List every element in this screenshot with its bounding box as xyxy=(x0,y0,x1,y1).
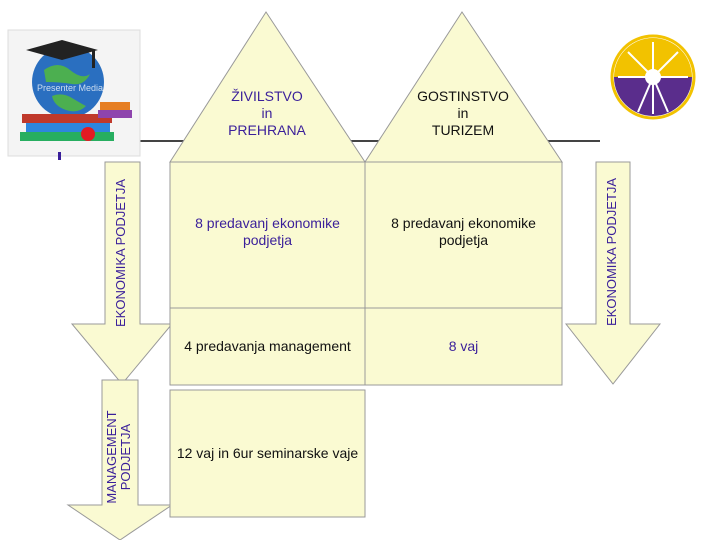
cell-r1c2-box xyxy=(364,161,563,309)
roof-title-left: ŽIVILSTVO in PREHRANA xyxy=(210,86,324,140)
cell-r2c1: 4 predavanja management xyxy=(184,337,351,354)
cell-r2c1-box xyxy=(169,307,366,386)
roof-left-line-1: ŽIVILSTVO xyxy=(231,87,303,104)
right-arrow xyxy=(564,161,662,385)
grad-cap-icon xyxy=(26,40,98,60)
roof-left-line-2: in xyxy=(261,104,273,121)
right-arrow-label: EKONOMIKA PODJETJA xyxy=(604,177,621,326)
cell-r2c2-box xyxy=(364,307,563,386)
cell-r1c1: 8 predavanj ekonomike podjetja xyxy=(195,215,340,248)
cell-r2c2: 8 vaj xyxy=(448,337,479,354)
roof-title-right: GOSTINSTVO in TURIZEM xyxy=(404,86,522,140)
roof-right-line-3: TURIZEM xyxy=(431,121,495,138)
bottom-arrow-text-1: MANAGEMENT xyxy=(104,410,119,504)
roof-left-line-3: PREHRANA xyxy=(228,121,306,138)
logo-left: Presenter Media xyxy=(7,29,141,160)
logo-watermark: Presenter Media xyxy=(37,83,103,93)
left-arrow xyxy=(70,161,174,385)
left-arrow-label: EKONOMIKA PODJETJA xyxy=(113,178,130,327)
bottom-arrow xyxy=(66,379,174,540)
cell-r3c1: 12 vaj in 6ur seminarske vaje xyxy=(176,444,359,461)
logo-right xyxy=(610,34,696,120)
bottom-arrow-text-2: PODJETJA xyxy=(118,423,133,491)
apple-icon xyxy=(81,127,95,141)
books-icon xyxy=(22,114,112,123)
cell-r1c2: 8 predavanj ekonomike podjetja xyxy=(391,215,536,248)
roof-right-line-2: in xyxy=(457,104,469,121)
roof-right-line-1: GOSTINSTVO xyxy=(417,87,509,104)
bottom-arrow-label: MANAGEMENT PODJETJA xyxy=(104,409,135,505)
cell-r3c1-box xyxy=(169,389,366,518)
left-arrow-text: EKONOMIKA PODJETJA xyxy=(113,178,128,327)
right-arrow-text: EKONOMIKA PODJETJA xyxy=(604,177,619,326)
